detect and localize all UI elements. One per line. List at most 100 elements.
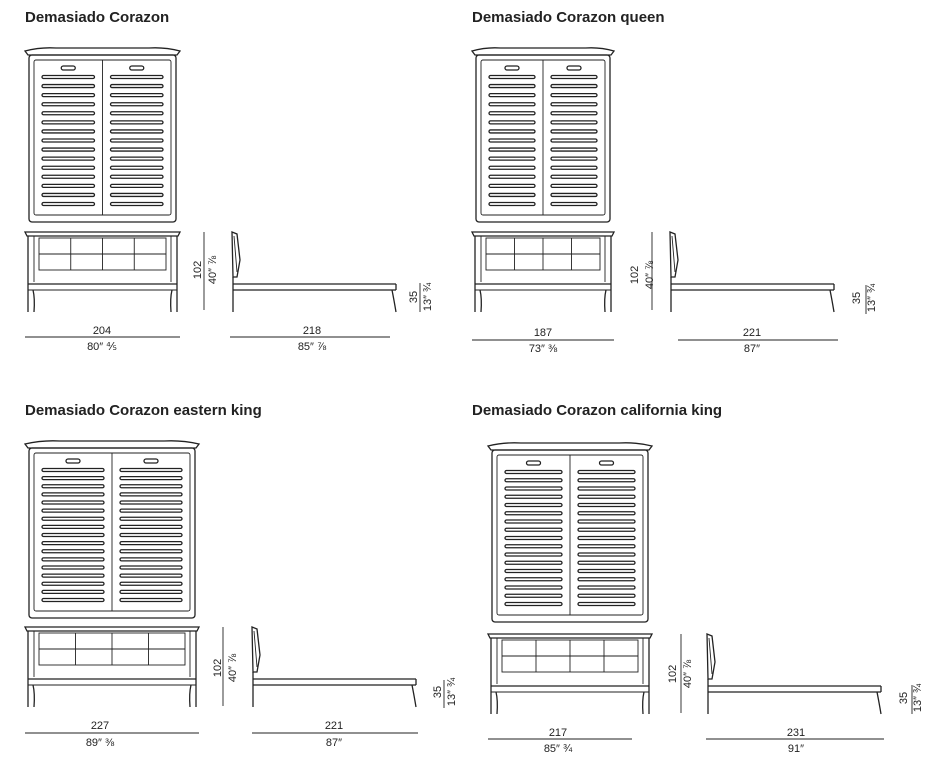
slat <box>504 585 563 590</box>
slat <box>504 568 563 574</box>
width-dimension: 227 89″ ⅜ <box>25 720 199 749</box>
panel-title: Demasiado Corazon california king <box>472 402 723 419</box>
slat <box>119 508 183 513</box>
slat <box>577 478 636 483</box>
slat <box>41 111 96 116</box>
slat <box>119 467 183 473</box>
bed-drawings: 227 89″ ⅜ 221 87″ 102 40″ ⅞ 35 13″ ¾ <box>23 440 458 749</box>
slat <box>41 174 96 179</box>
side-view-drawing <box>231 231 397 313</box>
width-dimension: 187 73″ ⅜ <box>472 327 614 355</box>
top-view-drawing <box>486 442 654 623</box>
slat <box>41 524 105 530</box>
slat <box>577 585 636 590</box>
headboard-inner <box>708 637 713 675</box>
leg <box>642 691 645 715</box>
width-cm: 187 <box>534 327 552 339</box>
slat <box>41 549 105 554</box>
slat <box>41 201 96 207</box>
slat <box>41 589 105 595</box>
width-in: 80″ ⅘ <box>87 341 117 353</box>
slat <box>488 183 536 189</box>
pillow <box>525 460 542 466</box>
slat <box>41 183 96 189</box>
width-in: 85″ ¾ <box>544 743 573 755</box>
slat <box>550 83 598 89</box>
headboard-height-cm: 102 <box>212 659 224 677</box>
slat <box>577 593 636 598</box>
length-in: 91″ <box>788 743 804 755</box>
slat <box>488 156 536 161</box>
frame-height-cm: 35 <box>408 291 420 303</box>
slat <box>109 165 164 170</box>
slat <box>550 120 598 125</box>
slat <box>41 147 96 152</box>
length-cm: 218 <box>303 325 321 337</box>
slat <box>41 138 96 143</box>
slat <box>109 201 164 207</box>
slat <box>488 129 536 134</box>
slat <box>577 535 636 541</box>
length-dimension: 231 91″ <box>706 727 884 755</box>
slat <box>119 540 183 546</box>
width-cm: 227 <box>91 720 109 732</box>
slat <box>488 138 536 143</box>
length-cm: 221 <box>325 720 343 732</box>
slat <box>577 544 636 549</box>
slat <box>41 540 105 546</box>
frame-outline <box>28 54 177 223</box>
slat <box>488 102 536 107</box>
frame-outline <box>28 447 196 619</box>
length-in: 87″ <box>744 343 760 355</box>
headboard-top <box>486 633 654 639</box>
leg <box>479 289 482 313</box>
width-dimension: 217 85″ ¾ <box>488 727 632 755</box>
slat <box>577 560 636 565</box>
slat <box>488 201 536 207</box>
slat <box>41 102 96 107</box>
panel-demasiado-corazon-california-king: Demasiado Corazon california king 217 85… <box>0 390 935 762</box>
leg <box>189 684 192 708</box>
headboard-inner <box>253 630 258 668</box>
slat <box>504 502 563 508</box>
panel-title: Demasiado Corazon <box>25 9 170 26</box>
slat <box>504 535 563 541</box>
slat <box>41 565 105 570</box>
leg <box>604 289 607 313</box>
panel-demasiado-corazon: Demasiado Corazon 204 80″ ⅘ 218 85″ ⅞ 10… <box>0 0 460 380</box>
side-view-drawing <box>251 626 417 708</box>
slat <box>550 129 598 134</box>
slat <box>41 156 96 161</box>
slat <box>119 565 183 570</box>
slat <box>550 74 598 80</box>
foot-leg <box>391 289 397 313</box>
length-cm: 221 <box>743 327 761 339</box>
headboard-height-dimension: 102 40″ ⅞ <box>192 232 219 310</box>
slat <box>550 102 598 107</box>
frame-height-in: 13″ ¾ <box>422 282 434 311</box>
slat <box>577 511 636 516</box>
slat <box>41 92 96 98</box>
headboard-height-dimension: 102 40″ ⅞ <box>667 634 694 713</box>
width-cm: 204 <box>93 325 111 337</box>
width-dimension: 204 80″ ⅘ <box>25 325 180 353</box>
headboard-height-cm: 102 <box>192 261 204 279</box>
slat <box>550 201 598 207</box>
slat <box>41 532 105 538</box>
headboard-cap <box>23 47 182 56</box>
foot-leg <box>829 289 835 313</box>
slat <box>550 174 598 179</box>
slat <box>109 74 164 80</box>
length-dimension: 221 87″ <box>252 720 418 749</box>
leg <box>495 691 498 715</box>
length-cm: 231 <box>787 727 805 739</box>
slat <box>109 174 164 179</box>
slat <box>109 120 164 125</box>
top-view-drawing <box>23 440 201 619</box>
headboard-inner <box>671 235 676 273</box>
frame-height-dimension: 35 13″ ¾ <box>408 282 434 312</box>
slat <box>119 500 183 505</box>
slat <box>504 511 563 516</box>
top-view-drawing <box>23 47 182 223</box>
slat <box>577 486 636 491</box>
